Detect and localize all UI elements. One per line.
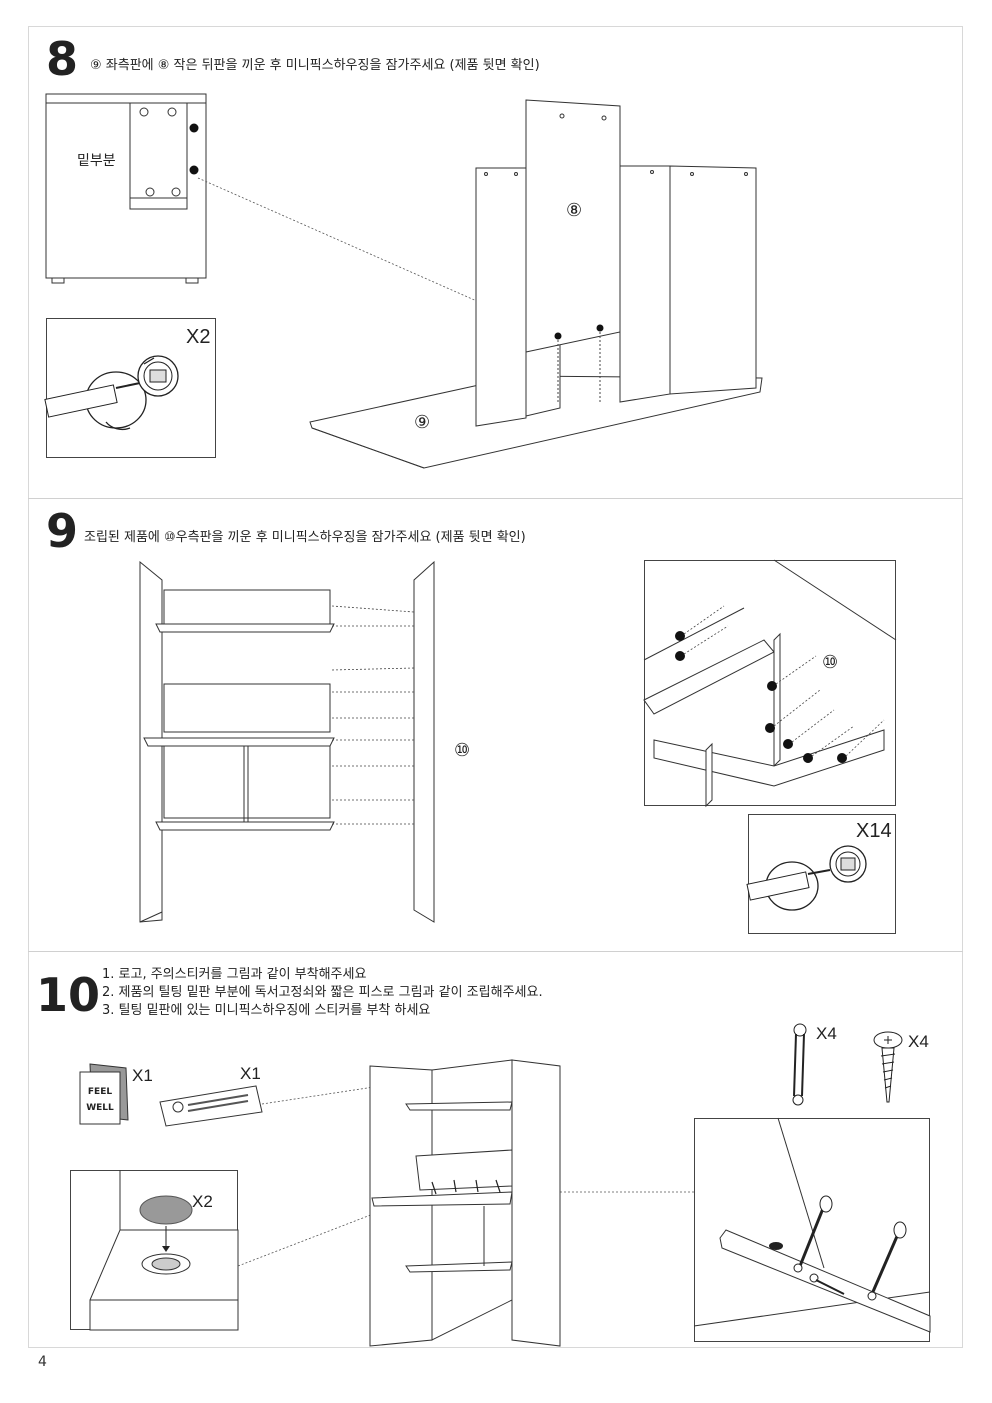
logo-sticker-illustration: FEEL WELL — [79, 1063, 129, 1125]
svg-text:WELL: WELL — [86, 1103, 114, 1113]
section-divider — [28, 951, 963, 952]
step-instruction-list: 1. 로고, 주의스티커를 그림과 같이 부착해주세요 2. 제품의 틸팅 밑판… — [102, 966, 543, 1020]
screw-icon — [873, 1031, 903, 1103]
step-number: 9 — [46, 504, 79, 558]
count-label: X2 — [186, 326, 211, 348]
instruction-line: 2. 제품의 틸팅 밑판 부분에 독서고정쇠와 짧은 피스로 그림과 같이 조립… — [102, 985, 543, 1000]
minifix-detail-box — [46, 318, 216, 458]
instruction-line: 1. 로고, 주의스티커를 그림과 같이 부착해주세요 — [102, 967, 367, 982]
part-10-detail-label: ⑩ — [822, 652, 839, 673]
part-8-label: ⑧ — [566, 200, 583, 221]
minifix-tool-icon — [44, 355, 179, 431]
step-number: 8 — [46, 32, 79, 86]
cap-detail-illustration — [89, 1170, 239, 1331]
bottom-detail-illustration — [45, 93, 207, 284]
step-instruction: 조립된 제품에 ⑩우측판을 끼운 후 미니픽스하우징을 잠가주세요 (제품 뒷면… — [84, 530, 526, 545]
section-divider — [28, 498, 963, 499]
step-number: 10 — [36, 968, 101, 1022]
instruction-line: 3. 틸팅 밑판에 있는 미니픽스하우징에 스티커를 부착 하세요 — [102, 1003, 431, 1018]
tilt-bracket-icon — [792, 1023, 807, 1106]
page-frame — [28, 26, 963, 1348]
bracket-count-label: X4 — [816, 1024, 837, 1043]
part-9-label: ⑨ — [414, 412, 431, 433]
right-panel-detail-illustration — [643, 559, 897, 808]
svg-text:FEEL: FEEL — [88, 1087, 112, 1097]
tilt-detail-illustration — [693, 1117, 931, 1333]
page-number: 4 — [38, 1354, 47, 1370]
step9-assembly-illustration — [139, 560, 435, 923]
cap-count-label: X2 — [192, 1192, 213, 1211]
logo-count-label: X1 — [132, 1066, 153, 1085]
step8-assembly-illustration — [309, 99, 763, 469]
minifix-tool-icon — [746, 845, 867, 911]
step-instruction: ⑨ 좌측판에 ⑧ 작은 뒤판을 끼운 후 미니픽스하우징을 잠가주세요 (제품 … — [90, 58, 540, 73]
minifix-detail-box — [748, 814, 896, 934]
caution-sticker-illustration — [159, 1085, 263, 1127]
bottom-part-label: 밑부분 — [77, 153, 116, 169]
count-label: X14 — [856, 820, 892, 842]
screw-count-label: X4 — [908, 1032, 929, 1051]
part-10-label: ⑩ — [454, 740, 471, 761]
sticker-count-label: X1 — [240, 1064, 261, 1083]
